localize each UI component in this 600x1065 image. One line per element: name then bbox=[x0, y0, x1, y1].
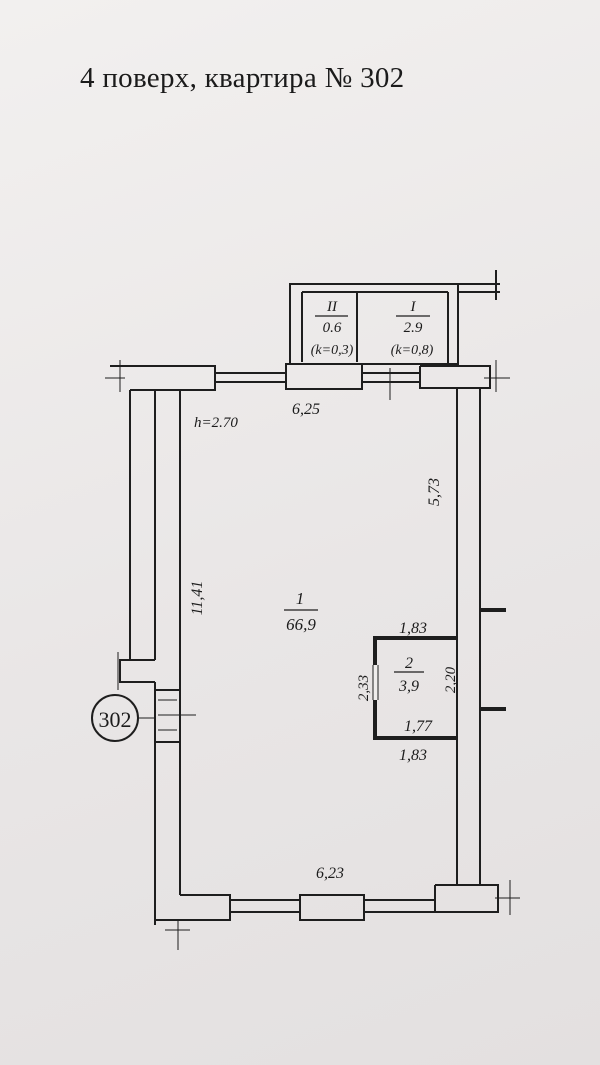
page-title: 4 поверх, квартира № 302 bbox=[80, 62, 405, 94]
room-1-area: 66,9 bbox=[286, 615, 316, 634]
left-wall bbox=[117, 390, 196, 925]
balcony-2-coef: (k=0,3) bbox=[311, 343, 354, 358]
balcony-1-coef: (k=0,8) bbox=[391, 343, 434, 358]
dim-bath-right: 2,20 bbox=[443, 666, 459, 693]
balcony-frame bbox=[289, 270, 500, 365]
apartment-marker: 302 bbox=[91, 694, 155, 742]
bottom-wall bbox=[155, 880, 520, 950]
balcony-1-area: 2.9 bbox=[404, 320, 423, 336]
dim-bath-left: 2,33 bbox=[356, 675, 372, 701]
top-wall bbox=[105, 360, 510, 400]
balcony-2-area: 0.6 bbox=[323, 320, 342, 336]
dim-bath-bottom: 1,83 bbox=[399, 747, 427, 764]
room-2-area: 3,9 bbox=[398, 678, 419, 695]
ceiling-height: h=2.70 bbox=[194, 415, 238, 431]
apartment-number: 302 bbox=[99, 707, 132, 732]
bathroom-walls bbox=[372, 636, 457, 740]
balcony-2-number: II bbox=[326, 299, 338, 315]
dim-bottom-width: 6,23 bbox=[316, 865, 344, 882]
dim-bath-top: 1,83 bbox=[399, 620, 427, 637]
right-wall bbox=[456, 388, 506, 885]
dim-bath-inner-bottom: 1,77 bbox=[404, 718, 433, 735]
room-1-number: 1 bbox=[296, 589, 305, 608]
balcony-1-number: I bbox=[410, 299, 417, 315]
dim-right-upper: 5,73 bbox=[426, 478, 443, 506]
room-2-number: 2 bbox=[405, 655, 413, 672]
dim-top-width: 6,25 bbox=[292, 401, 320, 418]
dim-left-height: 11,41 bbox=[189, 581, 206, 616]
